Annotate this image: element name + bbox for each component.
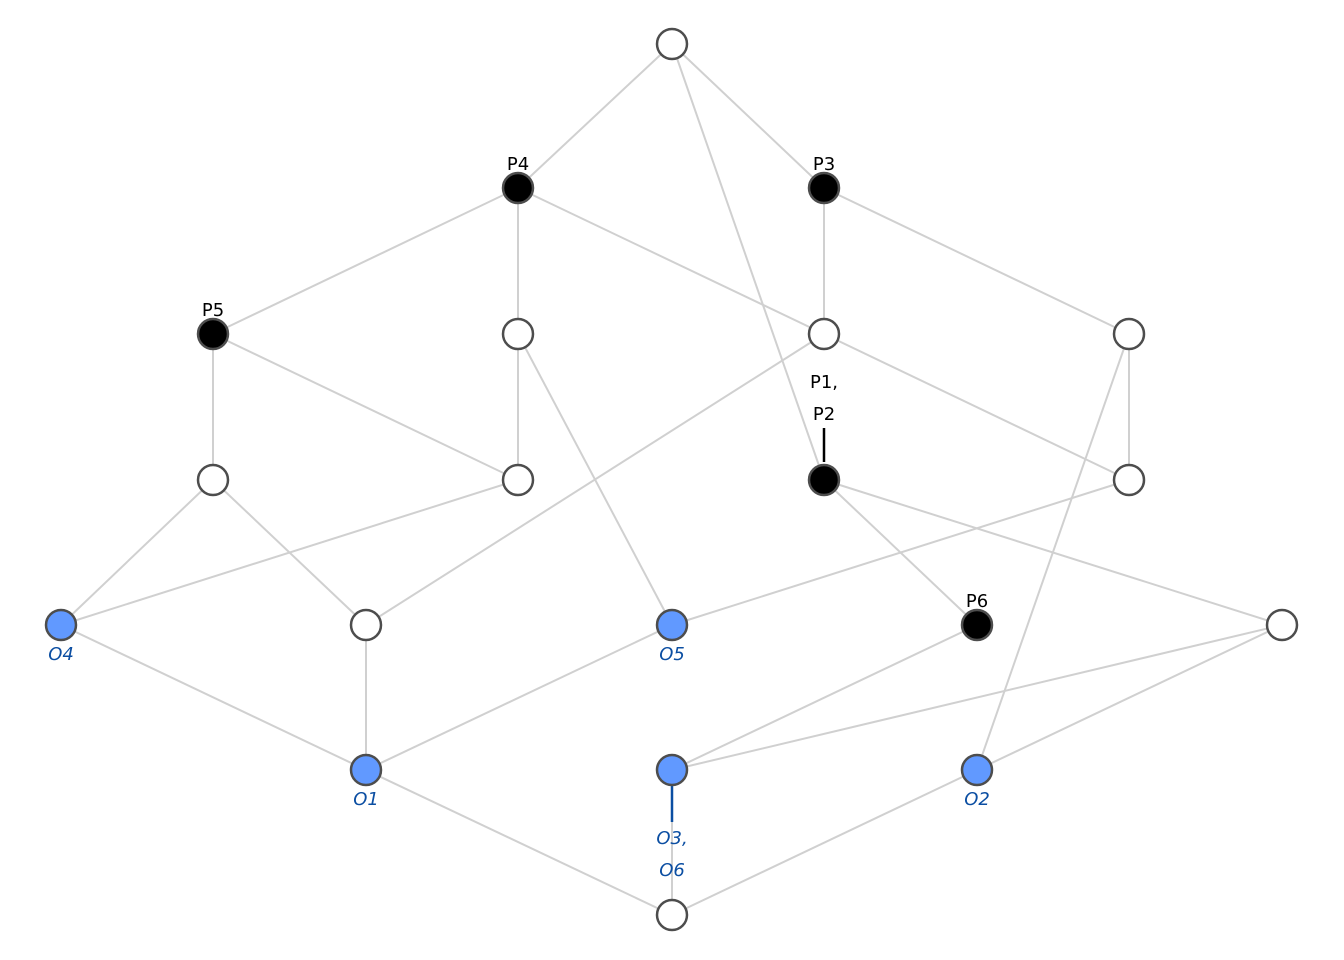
node-label: O4: [48, 644, 74, 665]
node-label: P2: [813, 404, 835, 425]
edges-layer: [60, 43, 1283, 916]
edge-b4-o5: [671, 479, 1130, 626]
lattice-node-o1[interactable]: [349, 753, 383, 787]
lattice-node-a3[interactable]: [1112, 317, 1146, 351]
edge-top-n12: [671, 43, 825, 481]
lattice-node-top[interactable]: [655, 27, 689, 61]
edge-o1-bottom: [365, 769, 673, 916]
lattice-node-o36[interactable]: [655, 753, 689, 787]
edge-n4-a2: [517, 187, 825, 335]
node-label: P5: [202, 300, 224, 321]
node-label: P3: [813, 154, 835, 175]
node-label: O6: [659, 860, 685, 881]
edge-n4-n5: [212, 187, 519, 335]
lattice-node-c5[interactable]: [1265, 608, 1299, 642]
edge-n6-o36: [671, 624, 978, 771]
edge-top-n4: [517, 43, 673, 189]
lattice-node-bottom[interactable]: [655, 898, 689, 932]
edge-a2-b4: [823, 333, 1130, 481]
lattice-node-b2[interactable]: [501, 463, 535, 497]
edge-n12-c5: [823, 479, 1283, 626]
node-label: P4: [507, 154, 529, 175]
lattice-node-n5[interactable]: [196, 317, 230, 351]
edge-n5-b2: [212, 333, 519, 481]
lattice-node-n12[interactable]: [807, 463, 841, 497]
node-label: O5: [659, 644, 685, 665]
edge-b1-o4: [60, 479, 214, 626]
lattice-node-o5[interactable]: [655, 608, 689, 642]
node-label: O3,: [656, 828, 687, 849]
lattice-node-n6[interactable]: [960, 608, 994, 642]
leaders-layer: [670, 428, 826, 822]
edge-b2-o4: [60, 479, 519, 626]
node-label: O1: [353, 789, 379, 810]
edge-a2-c2: [365, 333, 825, 626]
lattice-node-c2[interactable]: [349, 608, 383, 642]
edge-c5-o2: [976, 624, 1283, 771]
edge-o5-o1: [365, 624, 673, 771]
lattice-node-a1[interactable]: [501, 317, 535, 351]
edge-o2-bottom: [671, 769, 978, 916]
lattice-node-a2[interactable]: [807, 317, 841, 351]
node-label: O2: [964, 789, 990, 810]
edge-o4-o1: [60, 624, 367, 771]
node-label: P1,: [810, 372, 838, 393]
edge-top-n3: [671, 43, 825, 189]
node-label: P6: [966, 591, 988, 612]
nodes-layer: [44, 27, 1299, 932]
lattice-node-o4[interactable]: [44, 608, 78, 642]
lattice-node-o2[interactable]: [960, 753, 994, 787]
lattice-node-n3[interactable]: [807, 171, 841, 205]
lattice-node-b4[interactable]: [1112, 463, 1146, 497]
edge-c5-o36: [671, 624, 1283, 771]
edge-n3-a3: [823, 187, 1130, 335]
lattice-node-n4[interactable]: [501, 171, 535, 205]
lattice-node-b1[interactable]: [196, 463, 230, 497]
